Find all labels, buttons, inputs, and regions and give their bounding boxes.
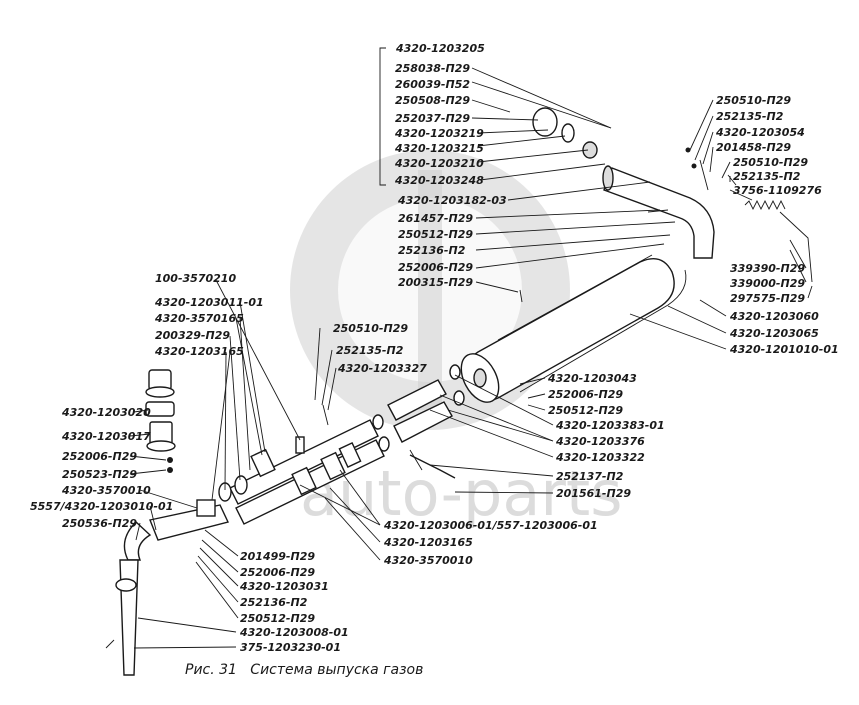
intermediate-pipes [372, 364, 465, 452]
downpipe [105, 559, 139, 676]
label-4320-1203043: 4320-1203043 [547, 372, 637, 385]
tailpipe-elbow [602, 165, 715, 259]
label-4320-1203327: 4320-1203327 [337, 362, 427, 375]
valve-assembly [145, 369, 176, 473]
label-252137: 252137-П2 [556, 470, 624, 483]
label-4320-1203376: 4320-1203376 [555, 435, 645, 448]
label-250510-right-b: 250510-П29 [733, 156, 808, 169]
label-201458: 201458-П29 [716, 141, 791, 154]
label-4320-1203165-left: 4320-1203165 [154, 345, 244, 358]
label-250512-center: 250512-П29 [548, 404, 623, 417]
label-250536: 250536-П29 [62, 517, 137, 530]
label-252006-bottom: 252006-П29 [240, 566, 315, 579]
label-100-3570210: 100-3570210 [155, 272, 236, 285]
muffler-clamp [667, 269, 687, 306]
label-4320-1201010-01: 4320-1201010-01 [729, 343, 839, 356]
support-bracket [409, 209, 669, 479]
bolts-right [685, 147, 813, 283]
label-250512-top: 250512-П29 [398, 228, 473, 241]
label-4320-3570010-left: 4320-3570010 [61, 484, 151, 497]
label-250510-mid: 250510-П29 [333, 322, 408, 335]
label-260039: 260039-П52 [395, 78, 470, 91]
label-3756-1109276: 3756-1109276 [733, 184, 822, 197]
label-5557-4320-1203010-01: 5557/4320-1203010-01 [30, 500, 173, 513]
watermark-logo [290, 150, 570, 430]
label-4320-1203006-01: 4320-1203006-01/557-1203006-01 [383, 519, 598, 532]
label-261457: 261457-П29 [398, 212, 473, 225]
spring [744, 199, 786, 211]
label-252006-top: 252006-П29 [398, 261, 473, 274]
label-4320-1203065: 4320-1203065 [729, 327, 819, 340]
label-250523: 250523-П29 [62, 468, 137, 481]
label-4320-1203011-01: 4320-1203011-01 [154, 296, 264, 309]
label-4320-3570010-bottom: 4320-3570010 [383, 554, 473, 567]
label-297575: 297575-П29 [730, 292, 805, 305]
label-252135-right-a: 252135-П2 [716, 110, 784, 123]
label-339390: 339390-П29 [730, 262, 805, 275]
label-4320-1203383-01: 4320-1203383-01 [555, 419, 665, 432]
label-200315: 200315-П29 [398, 276, 473, 289]
label-4320-1203020: 4320-1203020 [61, 406, 151, 419]
leader-lines [129, 47, 813, 649]
label-375-1203230-01: 375-1203230-01 [240, 641, 341, 654]
label-4320-1203017: 4320-1203017 [61, 430, 151, 443]
label-201499: 201499-П29 [240, 550, 315, 563]
label-252136-bottom: 252136-П2 [240, 596, 308, 609]
label-258038: 258038-П29 [395, 62, 470, 75]
label-4320-1203205: 4320-1203205 [395, 42, 485, 55]
label-4320-1203182-03: 4320-1203182-03 [397, 194, 507, 207]
label-200329: 200329-П29 [155, 329, 230, 342]
label-252135-right-b: 252135-П2 [733, 170, 801, 183]
label-4320-1203219: 4320-1203219 [394, 127, 484, 140]
flanges [196, 442, 362, 517]
label-201561: 201561-П29 [556, 487, 631, 500]
label-4320-1203322: 4320-1203322 [555, 451, 645, 464]
figure-caption: Рис. 31 Система выпуска газов [185, 662, 423, 678]
label-252006-left: 252006-П29 [62, 450, 137, 463]
label-4320-1203165-bottom: 4320-1203165 [383, 536, 473, 549]
callout-labels: 4320-1203205 258038-П29 260039-П52 25050… [30, 42, 839, 654]
label-4320-1203008-01: 4320-1203008-01 [239, 626, 349, 639]
label-4320-1203054: 4320-1203054 [715, 126, 805, 139]
label-250508: 250508-П29 [395, 94, 470, 107]
label-250512-bottom: 250512-П29 [240, 612, 315, 625]
label-250510-right-a: 250510-П29 [716, 94, 791, 107]
label-252037: 252037-П29 [395, 112, 470, 125]
studs [295, 404, 423, 471]
label-4320-1203060: 4320-1203060 [729, 310, 819, 323]
label-252135-mid: 252135-П2 [336, 344, 404, 357]
label-339000: 339000-П29 [730, 277, 805, 290]
label-4320-3570165: 4320-3570165 [154, 312, 244, 325]
label-252136-top: 252136-П2 [398, 244, 466, 257]
label-4320-1203210: 4320-1203210 [394, 157, 484, 170]
muffler [460, 254, 675, 403]
label-252006-center: 252006-П29 [548, 388, 623, 401]
label-4320-1203215: 4320-1203215 [394, 142, 484, 155]
label-4320-1203031: 4320-1203031 [239, 580, 329, 593]
ring-parts [532, 107, 598, 159]
label-4320-1203248: 4320-1203248 [394, 174, 484, 187]
